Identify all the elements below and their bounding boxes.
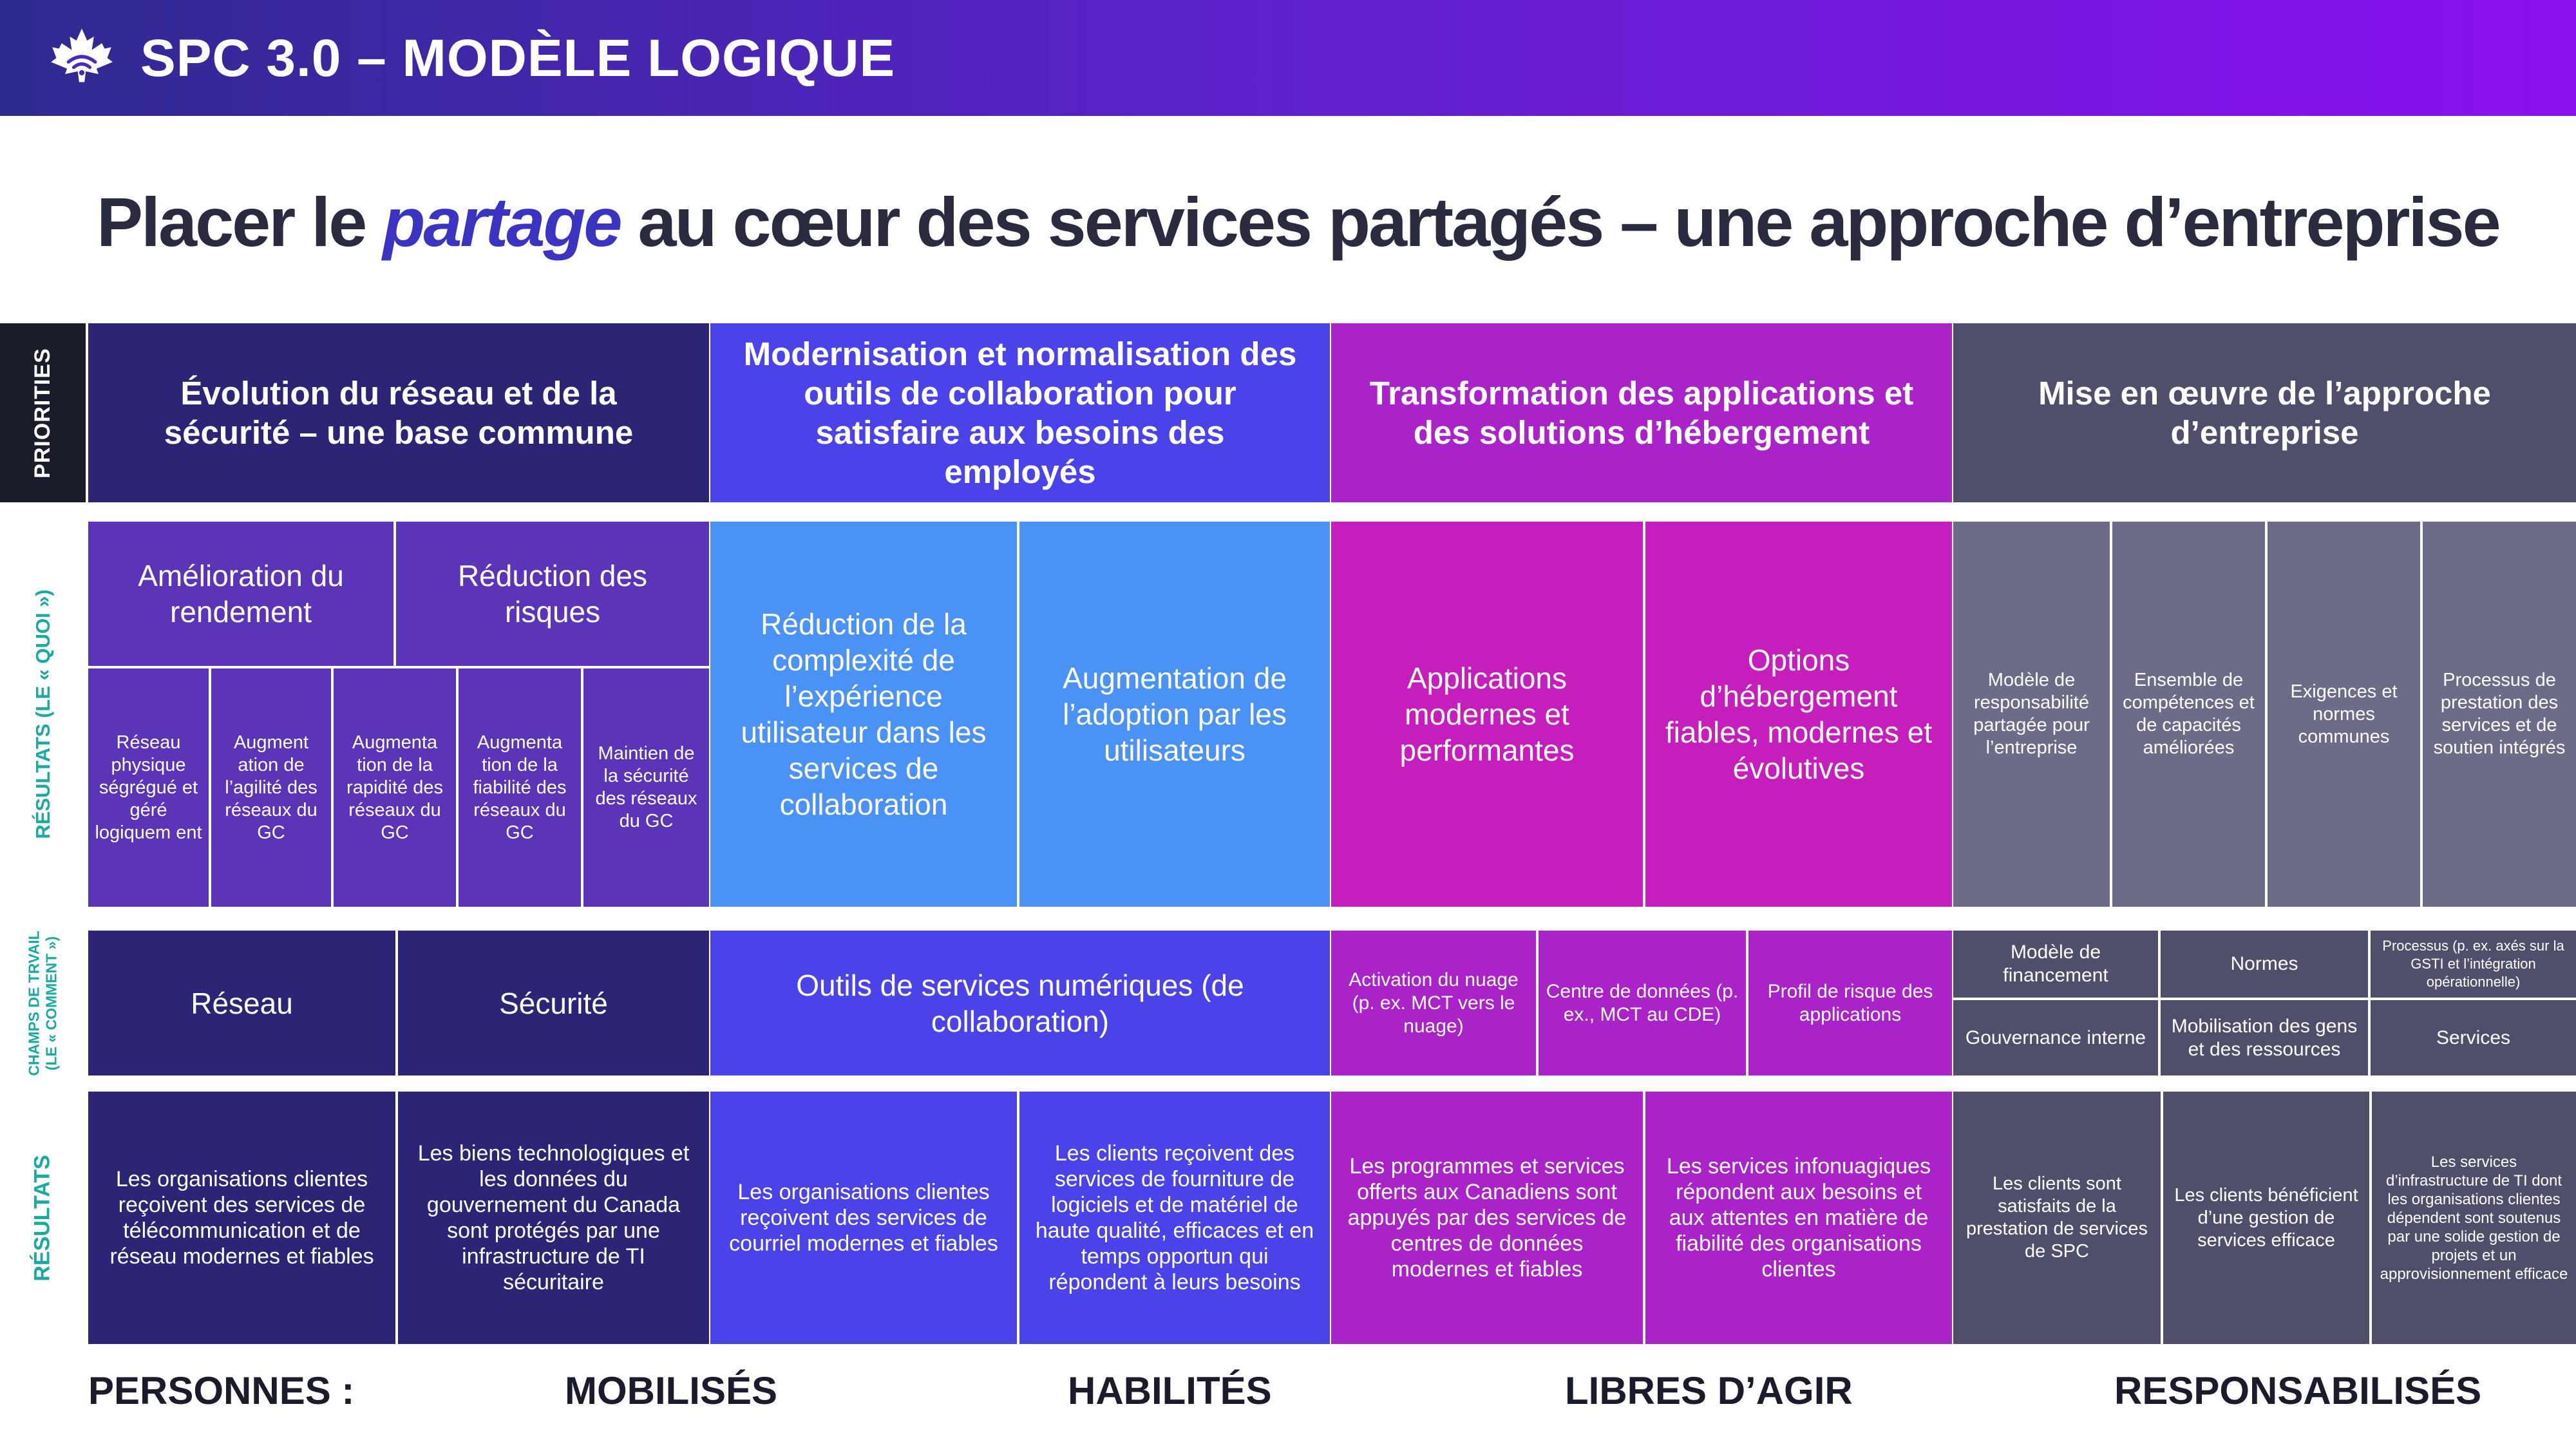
side-label-results: RÉSULTATS	[30, 1154, 55, 1282]
header-title: SPC 3.0 – MODÈLE LOGIQUE	[140, 29, 896, 88]
champ-network: Réseau	[88, 931, 395, 1075]
outcome-client-satisfaction: Les clients sont satisfaits de la presta…	[1953, 1092, 2161, 1344]
champ-services: Services	[2371, 1000, 2576, 1075]
champ-processes: Processus (p. ex. axés sur la GSTI et l’…	[2371, 931, 2576, 998]
result-risk-reduction: Réduction des risques	[396, 522, 709, 666]
result-skills-capacities: Ensemble de compétences et de capacités …	[2112, 522, 2265, 907]
result-reduce-complexity: Réduction de la complexité de l’expérien…	[710, 522, 1017, 907]
priority-network-security: Évolution du réseau et de la sécurité – …	[88, 323, 709, 502]
champ-digital-tools: Outils de services numériques (de collab…	[710, 931, 1330, 1075]
footer-accountable: RESPONSABILISÉS	[2114, 1369, 2482, 1412]
page-title: Placer le partage au cœur des services p…	[97, 182, 2501, 262]
result-performance: Amélioration du rendement	[88, 522, 393, 666]
title-highlight: partage	[383, 183, 622, 261]
side-label-priorities: PRIORITIES	[0, 323, 86, 502]
outcome-cloud-services: Les services infonuagiques répondent aux…	[1645, 1092, 1952, 1344]
outcome-telecom-services: Les organisations clientes reçoivent des…	[88, 1092, 395, 1344]
footer-enabled: HABILITÉS	[1068, 1369, 1272, 1412]
result-sub-speed: Augmenta tion de la rapidité des réseaux…	[334, 668, 456, 907]
side-label-results-what: RÉSULTATS (LE « QUOI »)	[31, 589, 54, 839]
footer-empowered: LIBRES D’AGIR	[1565, 1369, 1853, 1412]
title-part-1: Placer le	[97, 183, 383, 261]
result-sub-agility: Augment ation de l’agilité des réseaux d…	[211, 668, 331, 907]
champ-norms: Normes	[2161, 931, 2368, 998]
priority-applications: Transformation des applications et des s…	[1331, 323, 1952, 502]
outcome-software-hardware: Les clients reçoivent des services de fo…	[1019, 1092, 1330, 1344]
result-modern-applications: Applications modernes et performantes	[1331, 522, 1643, 907]
result-integrated-processes: Processus de prestation des services et …	[2423, 522, 2576, 907]
champ-people-mobilization: Mobilisation des gens et des ressources	[2161, 1000, 2368, 1075]
maple-leaf-wifi-icon	[51, 28, 113, 82]
result-sub-reliability: Augmenta tion de la fiabilité des réseau…	[459, 668, 581, 907]
champ-security: Sécurité	[398, 931, 709, 1075]
champ-internal-governance: Gouvernance interne	[1953, 1000, 2158, 1075]
champ-funding-model: Modèle de financement	[1953, 931, 2158, 998]
result-shared-responsibility: Modèle de responsabilité partagée pour l…	[1953, 522, 2110, 907]
outcome-data-centres: Les programmes et services offerts aux C…	[1331, 1092, 1643, 1344]
result-sub-security: Maintien de la sécurité des réseaux du G…	[583, 668, 709, 907]
priority-enterprise: Mise en œuvre de l’approche d’entreprise	[1953, 323, 2576, 502]
priority-collaboration: Modernisation et normalisation des outil…	[710, 323, 1330, 502]
champ-cloud-activation: Activation du nuage (p. ex. MCT vers le …	[1331, 931, 1536, 1075]
outcome-service-management: Les clients bénéficient d’une gestion de…	[2163, 1092, 2369, 1344]
outcome-email-services: Les organisations clientes reçoivent des…	[710, 1092, 1017, 1344]
header-bar: SPC 3.0 – MODÈLE LOGIQUE	[0, 0, 2576, 116]
champ-data-centre: Centre de données (p. ex., MCT au CDE)	[1539, 931, 1746, 1075]
footer-mobilized: MOBILISÉS	[565, 1369, 778, 1412]
result-sub-segregated-network: Réseau physique ségrégué et géré logique…	[88, 668, 209, 907]
outcome-protected-assets: Les biens technologiques et les données …	[398, 1092, 709, 1344]
title-part-2: au cœur des services partagés – une appr…	[620, 183, 2501, 261]
side-label-champs: CHAMPS DE TRVAIL(LE « COMMENT »)	[25, 930, 60, 1076]
champ-risk-profile: Profil de risque des applications	[1748, 931, 1952, 1075]
result-user-adoption: Augmentation de l’adoption par les utili…	[1019, 522, 1330, 907]
footer-people-label: PERSONNES :	[88, 1369, 355, 1412]
result-common-standards: Exigences et normes communes	[2268, 522, 2420, 907]
outcome-it-infrastructure: Les services d’infrastructure de TI dont…	[2372, 1092, 2576, 1344]
result-hosting-options: Options d’hébergement fiables, modernes …	[1645, 522, 1952, 907]
